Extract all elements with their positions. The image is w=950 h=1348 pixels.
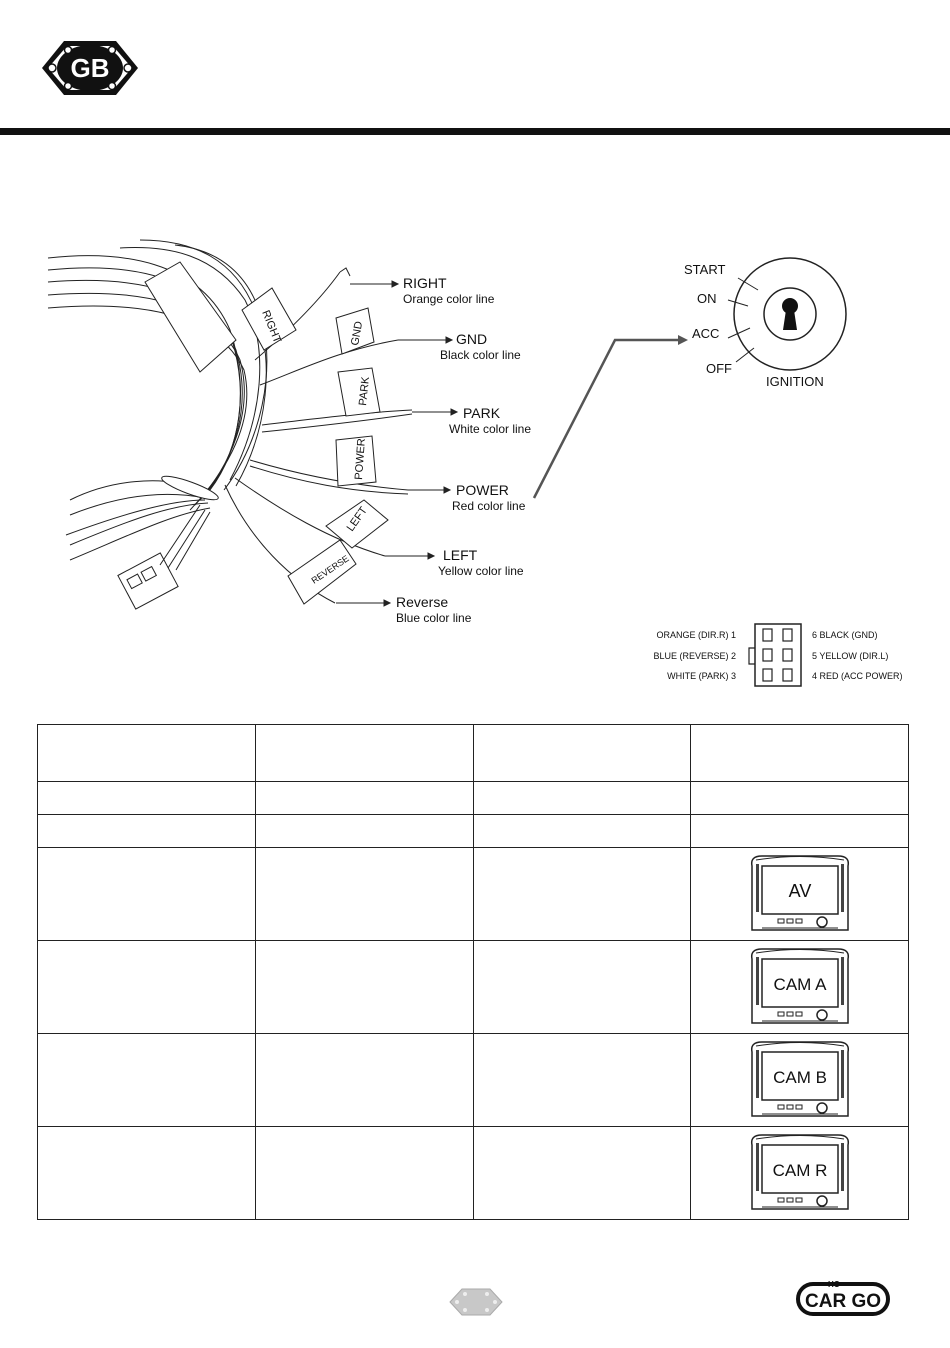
ignition-on: ON: [697, 291, 717, 306]
table-cell: [37, 1033, 256, 1127]
wire-left-name: LEFT: [443, 547, 478, 563]
monitor-cell: CAM B: [690, 1033, 909, 1127]
wire-reverse-color: Blue color line: [396, 611, 472, 625]
pin-6: 6 BLACK (GND): [812, 630, 878, 640]
pin-5: 5 YELLOW (DIR.L): [812, 651, 888, 661]
monitor-cell: CAM R: [690, 1126, 909, 1220]
page-number-badge: [449, 1288, 503, 1316]
table-cell: [254, 1033, 474, 1127]
tag-power: POWER: [353, 438, 368, 480]
header-rule: [0, 128, 950, 135]
wire-park-name: PARK: [463, 405, 501, 421]
table-cell: [254, 724, 474, 782]
gb-logo-text: GB: [71, 53, 110, 83]
table-cell: [254, 781, 474, 815]
monitor-image-cam-r: CAM R: [750, 1134, 849, 1210]
ignition-acc: ACC: [692, 326, 719, 341]
ignition-start: START: [684, 262, 725, 277]
table-row: [37, 814, 909, 848]
wire-right-name: RIGHT: [403, 275, 447, 291]
table-cell: [690, 724, 909, 782]
wire-reverse-name: Reverse: [396, 594, 448, 610]
monitor-label-cam-b: CAM B: [773, 1068, 827, 1087]
table-cell: [472, 781, 692, 815]
wire-right-color: Orange color line: [403, 292, 495, 306]
table-cell: [472, 940, 692, 1034]
ignition-off: OFF: [706, 361, 732, 376]
wire-gnd-name: GND: [456, 331, 487, 347]
monitor-cell: AV: [690, 847, 909, 941]
pin-4: 4 RED (ACC POWER): [812, 671, 903, 681]
connector-pinout: ORANGE (DIR.R) 1 BLUE (REVERSE) 2 WHITE …: [653, 623, 903, 687]
table-cell: [254, 940, 474, 1034]
table-cell: [254, 814, 474, 848]
cargo-logo-text: CAR GO: [805, 1291, 881, 1312]
table-cell: [690, 814, 909, 848]
monitor-image-cam-b: CAM B: [750, 1041, 849, 1117]
wire-power-color: Red color line: [452, 499, 526, 513]
gb-logo: GB: [42, 41, 138, 95]
monitor-label-av: AV: [788, 881, 811, 901]
cargo-logo-small: HC: [828, 1280, 840, 1289]
table-cell: [472, 1126, 692, 1220]
pin-2: BLUE (REVERSE) 2: [653, 651, 736, 661]
table-row: CAM R: [37, 1126, 909, 1220]
tag-park: PARK: [357, 375, 372, 406]
ignition-label: IGNITION: [766, 374, 824, 389]
wiring-diagram: RIGHT GND PARK POWER LEFT REVERSE RIGHT …: [47, 239, 903, 687]
table-cell: [37, 1126, 256, 1220]
table-cell: [472, 814, 692, 848]
table-cell: [690, 781, 909, 815]
monitor-label-cam-r: CAM R: [772, 1161, 827, 1180]
cargo-logo: HC CAR GO: [796, 1280, 890, 1316]
tag-gnd: GND: [349, 320, 365, 346]
table-cell: [254, 847, 474, 941]
table-cell: [472, 724, 692, 782]
table-row: AV: [37, 847, 909, 941]
wire-left-color: Yellow color line: [438, 564, 524, 578]
wire-gnd-color: Black color line: [440, 348, 521, 362]
mode-table: AV CAM A: [37, 724, 909, 1220]
table-cell: [37, 847, 256, 941]
pin-3: WHITE (PARK) 3: [667, 671, 736, 681]
ignition-switch: START ON ACC OFF IGNITION: [684, 257, 847, 389]
monitor-label-cam-a: CAM A: [773, 975, 827, 994]
wire-power-name: POWER: [456, 482, 509, 498]
table-cell: [472, 1033, 692, 1127]
table-cell: [254, 1126, 474, 1220]
monitor-image-cam-a: CAM A: [750, 948, 849, 1024]
table-cell: [37, 940, 256, 1034]
wire-park-color: White color line: [449, 422, 531, 436]
monitor-image-av: AV: [750, 855, 849, 931]
table-cell: [37, 814, 256, 848]
table-cell: [37, 724, 256, 782]
table-row: CAM B: [37, 1033, 909, 1127]
monitor-cell: CAM A: [690, 940, 909, 1034]
pin-1: ORANGE (DIR.R) 1: [656, 630, 736, 640]
table-row: [37, 724, 909, 782]
table-row: [37, 781, 909, 815]
table-cell: [37, 781, 256, 815]
power-to-acc-arrow: [532, 338, 680, 499]
table-row: CAM A: [37, 940, 909, 1034]
table-cell: [472, 847, 692, 941]
